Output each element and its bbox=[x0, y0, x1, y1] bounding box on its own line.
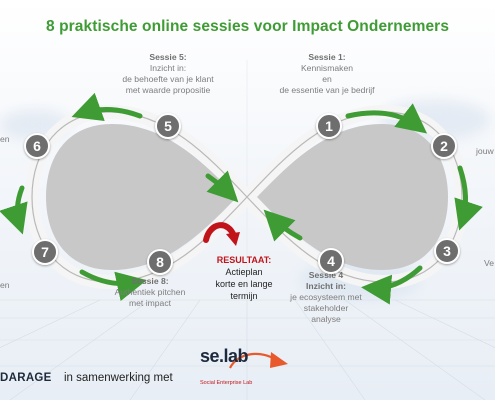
session-5-line: met waarde propositie bbox=[125, 85, 211, 95]
session-4-line: analyse bbox=[311, 314, 341, 324]
session-3-badge: 3 bbox=[434, 238, 460, 264]
session-4-text: Sessie 4 Inzicht in: je ecosysteem met s… bbox=[264, 270, 388, 325]
edge-fragment: jouw bbox=[476, 146, 494, 156]
session-4-heading: Sessie 4 bbox=[308, 270, 344, 280]
session-1-line: Kennismaken bbox=[300, 63, 354, 73]
arrow-3-4 bbox=[361, 265, 423, 305]
session-8-badge: 8 bbox=[147, 249, 173, 275]
session-4-line: Inzicht in: bbox=[305, 281, 347, 291]
arrow-6-7 bbox=[0, 185, 28, 235]
session-2-badge: 2 bbox=[431, 133, 457, 159]
page-title: 8 praktische online sessies voor Impact … bbox=[45, 18, 450, 35]
left-lobe bbox=[46, 124, 237, 270]
session-8-line: Authentiek pitchen bbox=[114, 287, 186, 297]
session-1-heading: Sessie 1: bbox=[308, 52, 346, 62]
logo-main-text: se.lab bbox=[200, 346, 249, 366]
arrow-1-2 bbox=[345, 103, 428, 134]
session-4-badge: 4 bbox=[318, 248, 344, 274]
right-lobe bbox=[257, 124, 448, 270]
session-8-heading: Sessie 8: bbox=[131, 276, 169, 286]
session-8-text: Sessie 8: Authentiek pitchen met impact bbox=[100, 276, 200, 309]
arrow-8-5 bbox=[205, 170, 239, 203]
logo-sub-text: Social Enterprise Lab bbox=[200, 380, 253, 386]
edge-fragment: Ve bbox=[484, 258, 495, 268]
session-4-line: je ecosysteem met bbox=[290, 292, 362, 302]
cycle-arrows bbox=[0, 92, 483, 305]
session-1-line: en bbox=[322, 74, 332, 84]
arrow-2-3 bbox=[454, 165, 483, 231]
edge-fragment: en bbox=[0, 134, 10, 144]
session-7-badge: 7 bbox=[32, 239, 58, 265]
footer-text: in samenwerking met bbox=[64, 372, 173, 384]
result-line: termijn bbox=[230, 291, 258, 301]
session-5-line: Inzicht in: bbox=[149, 63, 187, 73]
floor-grid bbox=[0, 60, 495, 400]
arrow-5-6 bbox=[71, 92, 143, 122]
result-arrow bbox=[203, 222, 237, 243]
result-line: korte en lange bbox=[215, 279, 273, 289]
brand-name: DARAGE bbox=[0, 372, 52, 384]
session-1-badge: 1 bbox=[316, 113, 342, 139]
result-text: RESULTAAT: Actieplan korte en lange term… bbox=[196, 254, 292, 302]
selab-logo: se.lab Social Enterprise Lab bbox=[194, 346, 264, 396]
result-line: Actieplan bbox=[225, 267, 263, 277]
result-heading: RESULTAAT: bbox=[216, 255, 272, 265]
arrow-4-1 bbox=[263, 209, 303, 242]
session-1-line: de essentie van je bedrijf bbox=[279, 85, 375, 95]
arrow-7-8 bbox=[79, 269, 147, 302]
session-5-line: de behoefte van je klant bbox=[122, 74, 214, 84]
edge-fragment: en bbox=[0, 280, 10, 290]
session-8-line: met impact bbox=[128, 298, 172, 308]
session-4-line: stakeholder bbox=[303, 303, 349, 313]
session-5-text: Sessie 5: Inzicht in: de behoefte van je… bbox=[98, 52, 238, 96]
session-5-heading: Sessie 5: bbox=[149, 52, 187, 62]
session-5-badge: 5 bbox=[155, 113, 181, 139]
session-6-badge: 6 bbox=[24, 133, 50, 159]
session-1-text: Sessie 1: Kennismaken en de essentie van… bbox=[262, 52, 392, 96]
